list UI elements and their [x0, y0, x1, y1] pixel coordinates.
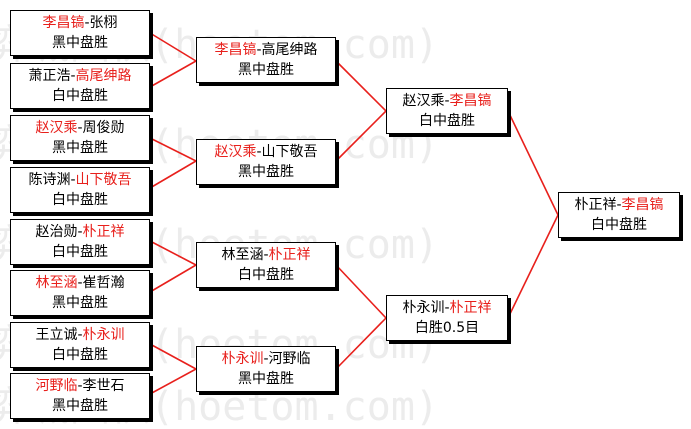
match-result: 黑中盘胜	[52, 295, 108, 311]
match-result: 黑中盘胜	[238, 164, 294, 180]
player-name: 李世石	[82, 378, 125, 394]
match-result: 黑中盘胜	[52, 35, 108, 51]
match-players: 林至涵-朴正祥	[221, 247, 311, 263]
match-players: 李昌镐-张栩	[42, 15, 118, 31]
match-box: 林至涵-朴正祥白中盘胜	[196, 242, 336, 288]
winner-name: 李昌镐	[214, 42, 257, 58]
match-box: 陈诗渊-山下敬吾白中盘胜	[10, 167, 150, 213]
match-result: 黑中盘胜	[52, 140, 108, 156]
match-players: 朴永训-河野临	[221, 351, 311, 367]
match-box: 林至涵-崔哲瀚黑中盘胜	[10, 270, 150, 316]
match-box: 朴永训-朴正祥白胜0.5目	[386, 295, 508, 341]
winner-name: 河野临	[35, 378, 78, 394]
winner-name: 赵汉乘	[35, 120, 78, 136]
player-name: 崔哲瀚	[82, 275, 125, 291]
winner-name: 朴永训	[82, 327, 125, 343]
winner-name: 高尾绅路	[75, 68, 132, 84]
match-box: 赵汉乘-山下敬吾黑中盘胜	[196, 139, 336, 185]
connector-line	[507, 214, 559, 319]
match-box: 河野临-李世石黑中盘胜	[10, 373, 150, 419]
player-name: 赵汉乘	[402, 93, 445, 109]
match-box: 李昌镐-张栩黑中盘胜	[10, 10, 150, 56]
match-players: 陈诗渊-山下敬吾	[28, 172, 132, 188]
match-players: 赵治勋-朴正祥	[35, 224, 125, 240]
match-result: 白中盘胜	[52, 192, 108, 208]
winner-name: 李昌镐	[42, 15, 85, 31]
winner-name: 赵汉乘	[214, 144, 257, 160]
winner-name: 李昌镐	[621, 197, 664, 213]
connector-line	[149, 60, 197, 88]
match-result: 白中盘胜	[591, 217, 647, 233]
connector-line	[149, 368, 197, 395]
match-players: 赵汉乘-周俊勋	[35, 120, 125, 136]
match-box: 朴正祥-李昌镐白中盘胜	[558, 192, 680, 238]
connector-line	[149, 264, 197, 293]
match-result: 白中盘胜	[52, 88, 108, 104]
match-result: 黑中盘胜	[238, 62, 294, 78]
connector-line	[149, 32, 197, 62]
match-box: 萧正浩-高尾绅路白中盘胜	[10, 63, 150, 109]
connector-line	[149, 240, 197, 266]
match-players: 朴永训-朴正祥	[402, 300, 492, 316]
match-result: 黑中盘胜	[52, 398, 108, 414]
match-players: 朴正祥-李昌镐	[574, 197, 664, 213]
match-players: 李昌镐-高尾绅路	[214, 42, 318, 58]
winner-name: 李昌镐	[449, 93, 492, 109]
match-box: 李昌镐-高尾绅路黑中盘胜	[196, 37, 336, 83]
player-name: 朴正祥	[574, 197, 617, 213]
connector-line	[149, 137, 197, 162]
winner-name: 山下敬吾	[75, 172, 132, 188]
winner-name: 朴正祥	[449, 300, 492, 316]
match-box: 朴永训-河野临黑中盘胜	[196, 346, 336, 392]
connector-line	[149, 160, 197, 189]
player-name: 王立诚	[35, 327, 78, 343]
player-name: 高尾绅路	[261, 42, 318, 58]
connector-line	[335, 60, 387, 112]
winner-name: 朴正祥	[268, 247, 311, 263]
match-players: 赵汉乘-李昌镐	[402, 93, 492, 109]
match-result: 白中盘胜	[419, 113, 475, 129]
player-name: 张栩	[89, 15, 118, 31]
match-result: 黑中盘胜	[238, 371, 294, 387]
player-name: 赵治勋	[35, 224, 78, 240]
player-name: 山下敬吾	[261, 144, 318, 160]
winner-name: 朴永训	[221, 351, 264, 367]
match-result: 白胜0.5目	[414, 320, 480, 336]
match-box: 赵治勋-朴正祥白中盘胜	[10, 219, 150, 265]
match-box: 赵汉乘-周俊勋黑中盘胜	[10, 115, 150, 161]
connector-line	[149, 343, 197, 370]
winner-name: 林至涵	[35, 275, 78, 291]
match-box: 王立诚-朴永训白中盘胜	[10, 322, 150, 368]
connector-line	[335, 317, 387, 370]
match-box: 赵汉乘-李昌镐白中盘胜	[386, 88, 508, 134]
player-name: 河野临	[268, 351, 311, 367]
player-name: 周俊勋	[82, 120, 125, 136]
match-players: 赵汉乘-山下敬吾	[214, 144, 318, 160]
match-players: 王立诚-朴永训	[35, 327, 125, 343]
match-result: 白中盘胜	[52, 347, 108, 363]
winner-name: 朴正祥	[82, 224, 125, 240]
match-result: 白中盘胜	[52, 244, 108, 260]
player-name: 陈诗渊	[28, 172, 71, 188]
connector-line	[507, 110, 559, 216]
connector-line	[335, 264, 387, 319]
player-name: 林至涵	[221, 247, 264, 263]
connector-line	[335, 110, 387, 162]
match-result: 白中盘胜	[238, 267, 294, 283]
match-players: 河野临-李世石	[35, 378, 125, 394]
player-name: 朴永训	[402, 300, 445, 316]
match-players: 萧正浩-高尾绅路	[28, 68, 132, 84]
match-players: 林至涵-崔哲瀚	[35, 275, 125, 291]
player-name: 萧正浩	[28, 68, 71, 84]
